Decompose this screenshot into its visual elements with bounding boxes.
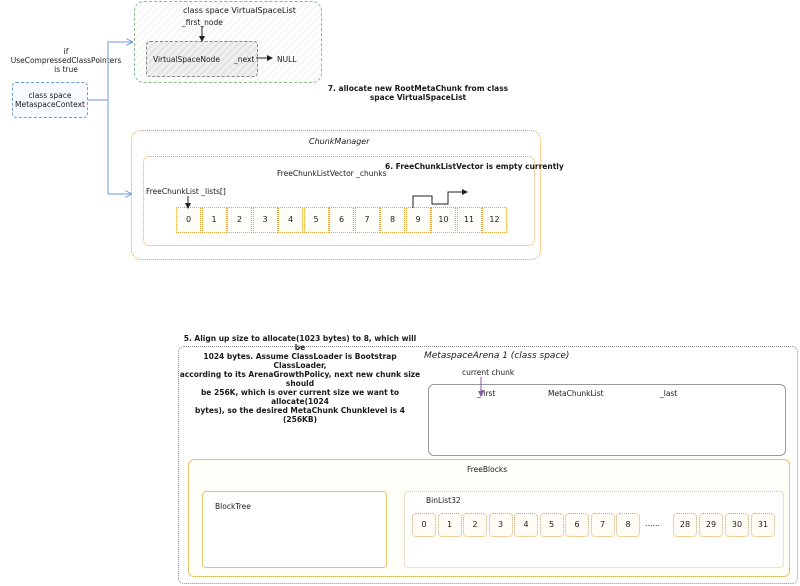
step-5-note: 5. Align up size to allocate(1023 bytes)… (178, 334, 422, 424)
first-node-label: _first_node (182, 18, 223, 27)
context-to-chunk-manager-connector (107, 118, 131, 194)
virtual-space-node-box (146, 41, 258, 77)
bin-list-cell: 29 (699, 513, 723, 537)
bin-list-cell: 30 (725, 513, 749, 537)
free-chunk-list-cell: 6 (329, 207, 354, 233)
bin-list-cell: 4 (514, 513, 538, 537)
step-7-line-1: 7. allocate new RootMetaChunk from class (327, 84, 509, 93)
bin-list-cell: 1 (437, 513, 462, 537)
next-label: _next (234, 55, 255, 64)
step-5-line-1: 5. Align up size to allocate(1023 bytes)… (183, 334, 417, 352)
free-chunk-list-cell: 2 (227, 207, 252, 233)
free-chunk-list-cell: 8 (380, 207, 405, 233)
virtual-space-list-title: class space VirtualSpaceList (183, 6, 296, 15)
bin-list-cell: 31 (751, 513, 775, 537)
metachunk-list-title: MetaChunkList (548, 389, 604, 398)
condition-line-2: UseCompressedClassPointers (10, 56, 122, 65)
free-chunk-list-vector-box (143, 156, 535, 246)
bin-list-cell: 28 (673, 513, 697, 537)
metachunk-list-last: _last (660, 389, 678, 398)
bin-list-cell: 3 (488, 513, 513, 537)
metachunk-list-first: _first (477, 389, 496, 398)
context-line-2: MetaspaceContext (14, 100, 85, 109)
free-chunk-lists-label: FreeChunkList _lists[] (146, 187, 226, 196)
free-chunk-list-vector-label: FreeChunkListVector _chunks (277, 169, 387, 178)
bin-list-cell: 5 (539, 513, 564, 537)
condition-line-3: is true (54, 65, 78, 74)
free-chunk-list-cell: 11 (456, 207, 482, 233)
virtual-space-node-label: VirtualSpaceNode (153, 55, 220, 64)
bin-list-cell: 2 (463, 513, 487, 537)
metachunk-list-box (428, 384, 786, 456)
context-line-1: class space (28, 91, 72, 100)
block-tree-label: BlockTree (215, 502, 251, 511)
metaspace-context-box: class space MetaspaceContext (12, 82, 88, 118)
metaspace-arena-box (178, 346, 798, 584)
step-7-line-2: space VirtualSpaceList (369, 93, 467, 102)
free-chunk-list-cell: 0 (176, 207, 201, 233)
bin-list-label: BinList32 (426, 496, 461, 505)
step-5-line-3: according to its ArenaGrowthPolicy, next… (179, 370, 421, 388)
free-chunk-list-cell: 10 (431, 207, 456, 233)
bin-list-cell: 0 (412, 513, 436, 537)
null-label: NULL (277, 55, 297, 64)
current-chunk-label: current chunk (462, 368, 515, 377)
condition-text: if UseCompressedClassPointers is true (0, 47, 132, 74)
free-chunk-list-cell: 9 (405, 207, 431, 233)
free-chunk-list-cell: 5 (303, 207, 329, 233)
free-blocks-title: FreeBlocks (467, 465, 508, 474)
step-6-note: 6. FreeChunkListVector is empty currentl… (385, 162, 564, 171)
free-chunk-list-cell: 1 (201, 207, 227, 233)
chunk-manager-title: ChunkManager (309, 137, 370, 146)
step-5-line-2: 1024 bytes. Assume ClassLoader is Bootst… (203, 352, 397, 370)
bin-list-ellipsis: …… (645, 519, 660, 528)
bin-list-cell: 8 (616, 513, 640, 537)
free-chunk-list-cell: 4 (278, 207, 303, 233)
free-chunk-list-cell: 12 (482, 207, 507, 233)
step-5-line-4: be 256K, which is over current size we w… (200, 388, 400, 406)
block-tree-box (202, 491, 387, 568)
step-7-note: 7. allocate new RootMetaChunk from class… (322, 84, 514, 102)
metaspace-arena-title: MetaspaceArena 1 (class space) (424, 351, 570, 361)
step-5-line-5: bytes), so the desired MetaChunk Chunkle… (195, 406, 405, 424)
condition-line-1: if (63, 47, 69, 56)
bin-list-cell: 7 (590, 513, 615, 537)
free-chunk-list-cell: 3 (252, 207, 278, 233)
bin-list-cell: 6 (565, 513, 589, 537)
free-chunk-list-cell: 7 (354, 207, 380, 233)
